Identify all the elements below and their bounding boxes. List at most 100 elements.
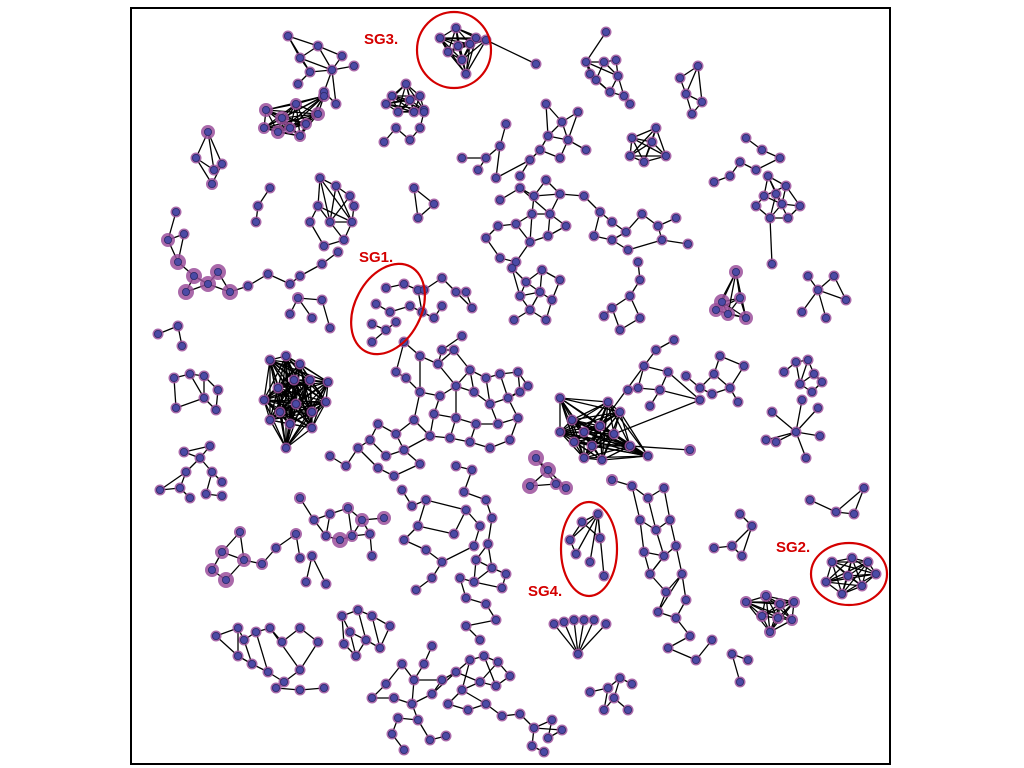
graph-node-25 [393,108,402,117]
graph-node-497 [475,678,484,687]
graph-node-150 [536,287,545,296]
graph-node-148 [538,265,547,274]
graph-node-298 [562,483,571,492]
graph-node-244 [481,373,490,382]
graph-node-412 [672,542,681,551]
graph-node-224 [281,351,290,360]
graph-node-272 [415,459,424,468]
graph-node-114 [339,235,348,244]
graph-node-281 [556,393,565,402]
graph-node-186 [724,309,733,318]
graph-node-457 [233,624,242,633]
graph-node-45 [582,58,591,67]
graph-node-169 [203,279,212,288]
graph-edge-803 [831,561,843,595]
graph-node-518 [616,674,625,683]
graph-edge-130 [585,31,607,63]
graph-node-70 [556,153,565,162]
graph-node-456 [211,632,220,641]
graph-node-353 [379,514,388,523]
graph-node-266 [409,415,418,424]
graph-node-362 [291,530,300,539]
graph-node-50 [620,92,629,101]
graph-node-203 [391,317,400,326]
graph-edge-126 [465,39,487,75]
graph-node-214 [173,321,182,330]
graph-node-372 [421,546,430,555]
graph-node-110 [325,217,334,226]
graph-node-115 [349,201,358,210]
graph-node-11 [261,106,270,115]
graph-node-438 [838,590,847,599]
graph-node-128 [481,233,490,242]
graph-node-358 [221,576,230,585]
graph-node-524 [744,656,753,665]
graph-node-172 [243,281,252,290]
graph-node-424 [736,509,745,518]
sg1-label: SG1. [359,249,393,266]
graph-node-178 [293,293,302,302]
graph-node-364 [301,578,310,587]
graph-node-431 [860,483,869,492]
graph-node-432 [850,509,859,518]
graph-node-347 [343,503,352,512]
graph-edge-407 [299,363,329,383]
graph-node-126 [512,219,521,228]
graph-node-325 [792,427,801,436]
graph-edge-476 [285,401,327,449]
graph-node-160 [608,303,617,312]
graph-node-386 [471,556,480,565]
graph-node-508 [528,742,537,751]
graph-node-459 [251,628,260,637]
graph-node-174 [285,279,294,288]
graph-node-303 [656,385,665,394]
graph-node-427 [710,544,719,553]
graph-node-305 [646,401,655,410]
graph-node-36 [465,40,474,49]
graph-node-399 [566,536,575,545]
graph-node-190 [830,271,839,280]
graph-node-324 [780,367,789,376]
graph-node-516 [586,688,595,697]
graph-node-24 [409,108,418,117]
graph-node-17 [313,110,322,119]
graph-edge-629 [619,411,649,457]
graph-node-322 [818,377,827,386]
graph-node-435 [864,558,873,567]
graph-edge-859 [577,619,595,655]
graph-node-259 [493,419,502,428]
graph-node-278 [437,345,446,354]
graph-edge-486 [285,381,329,449]
graph-node-455 [602,620,611,629]
graph-node-12 [277,114,286,123]
graph-node-206 [429,313,438,322]
graph-node-227 [289,375,298,384]
graph-node-440 [844,572,853,581]
graph-node-176 [317,259,326,268]
graph-node-296 [544,465,553,474]
graph-node-366 [321,580,330,589]
graph-node-211 [467,303,476,312]
graph-node-490 [437,676,446,685]
graph-node-100 [752,201,761,210]
graph-node-390 [469,578,478,587]
graph-node-180 [317,295,326,304]
graph-node-143 [672,213,681,222]
graph-node-418 [686,632,695,641]
graph-node-194 [798,307,807,316]
graph-edge-233 [329,185,337,223]
graph-node-18 [259,124,268,133]
graph-node-46 [600,58,609,67]
graph-node-388 [501,570,510,579]
graph-node-489 [427,690,436,699]
graph-edge-636 [583,455,649,459]
graph-node-141 [638,209,647,218]
graph-node-505 [548,716,557,725]
graph-node-355 [235,528,244,537]
graph-node-293 [598,455,607,464]
graph-node-402 [600,572,609,581]
graph-edge-855 [553,623,579,655]
graph-node-179 [285,309,294,318]
graph-node-60 [191,153,200,162]
graph-node-367 [397,485,406,494]
